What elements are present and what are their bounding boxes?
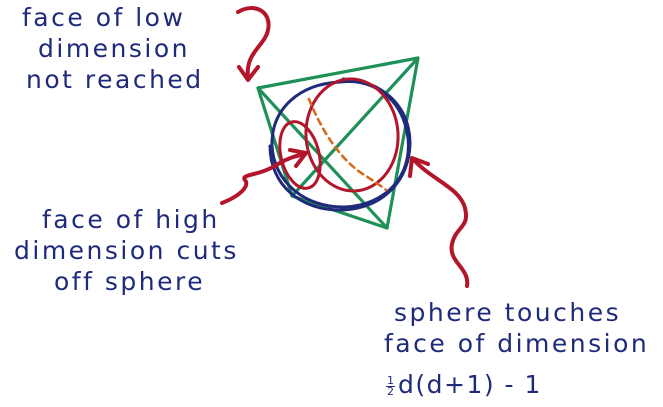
high-face-arrow (220, 152, 306, 205)
touches-arrow (412, 158, 470, 288)
touches-label-line-1: sphere touches (394, 298, 622, 327)
tetrahedron-edge-right (290, 56, 420, 198)
hidden-intersection-arc (307, 97, 388, 192)
high-dimension-label-line-2: dimension cuts (14, 236, 239, 265)
sphere-outline-second-stroke (268, 77, 412, 212)
low-dimension-label: face of low dimension not reached (22, 2, 204, 95)
formula-expression: d(d+1) - 1 (398, 370, 542, 399)
formula-fraction-denominator: 2 (387, 384, 394, 398)
low-dimension-label-line-2: dimension (38, 34, 191, 63)
small-face-circle (278, 120, 322, 190)
touches-label-line-2: face of dimension (384, 329, 650, 358)
dimension-formula: 1 2 d(d+1) - 1 (386, 370, 542, 399)
intersection-circles (278, 77, 400, 193)
pointer-arrows (220, 6, 470, 288)
low-dimension-label-line-3: not reached (26, 65, 204, 94)
touches-arrowhead (408, 156, 430, 178)
low-face-arrow (236, 6, 271, 80)
high-dimension-face-circle (304, 77, 400, 193)
formula-fraction: 1 2 (386, 373, 395, 398)
formula-fraction-numerator: 1 (386, 373, 395, 387)
low-dimension-label-line-1: face of low (22, 3, 186, 32)
high-dimension-label-line-1: face of high (42, 205, 220, 234)
low-face-arrowhead (237, 65, 260, 82)
sphere-outline (270, 80, 410, 209)
touches-label: sphere touches face of dimension (384, 297, 649, 359)
high-face-arrowhead (288, 148, 308, 168)
sphere (268, 77, 412, 212)
high-dimension-label-line-3: off sphere (54, 267, 206, 296)
high-dimension-label: face of high dimension cuts off sphere (14, 204, 239, 297)
